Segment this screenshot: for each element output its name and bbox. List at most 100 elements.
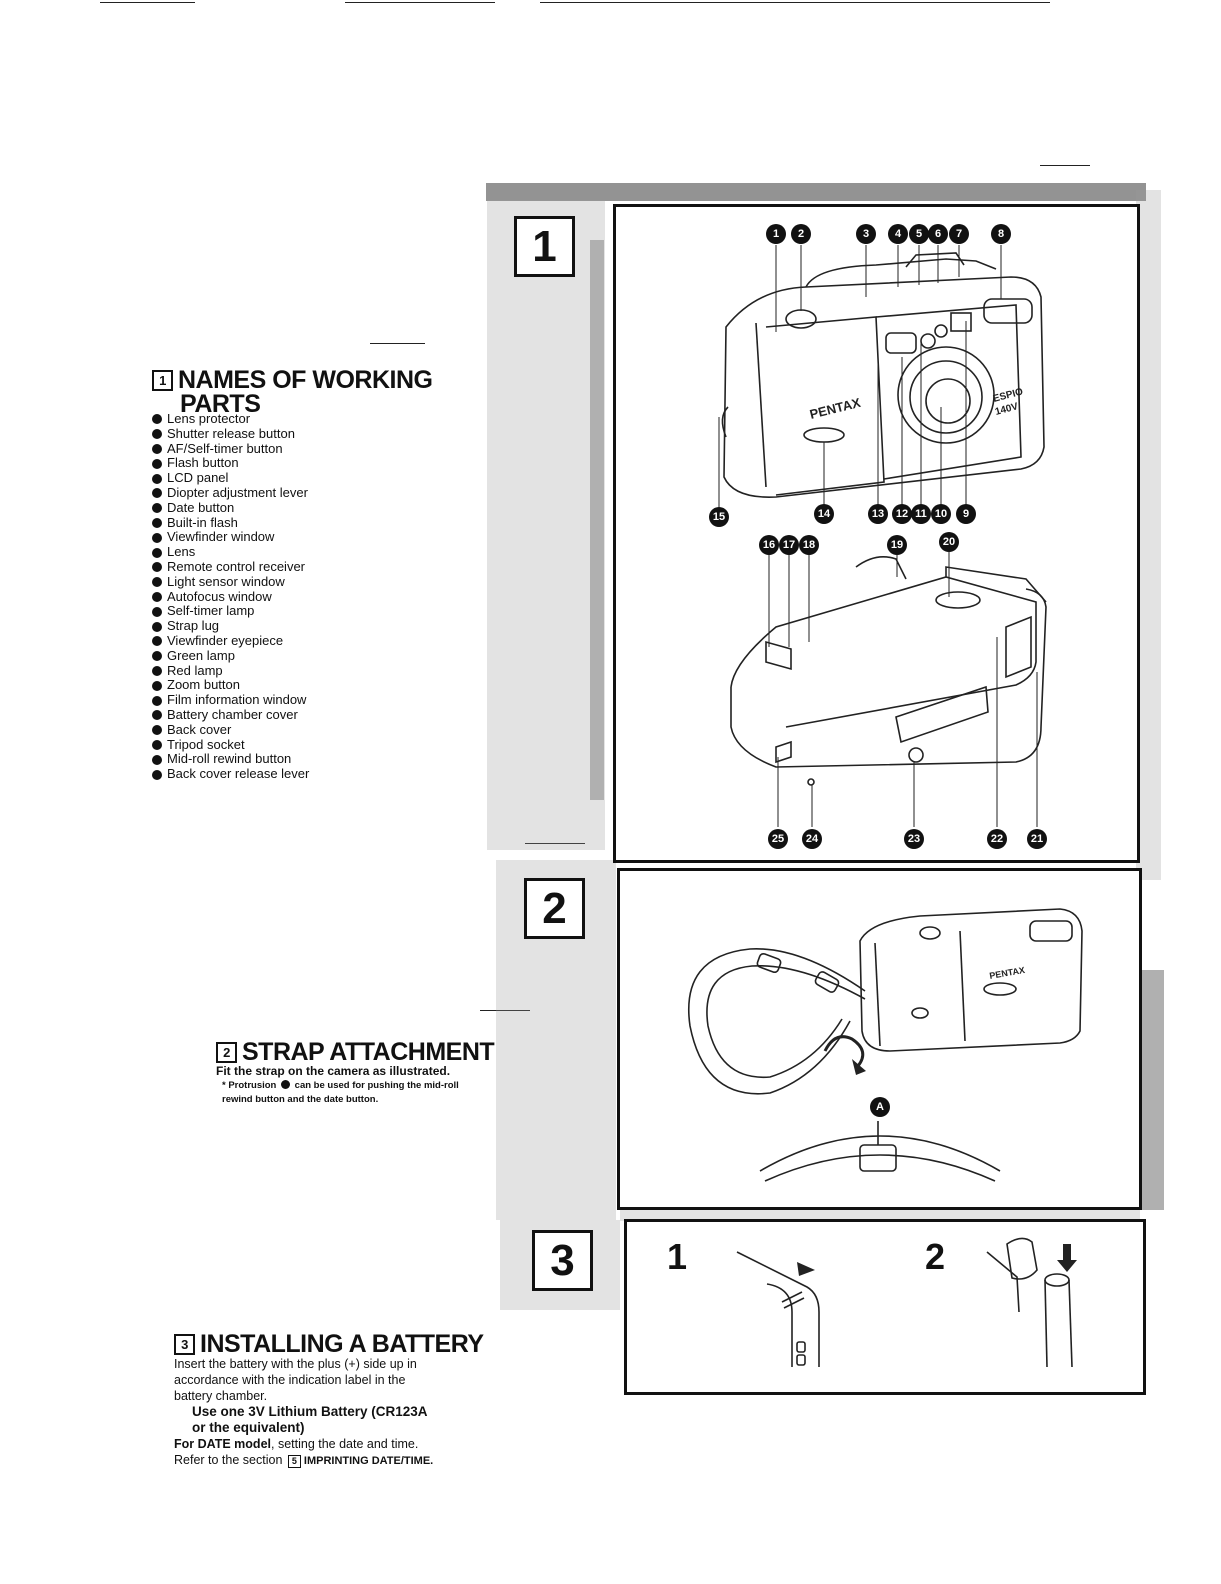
scan-noise-left1b xyxy=(590,240,604,800)
top-rule-mid xyxy=(345,2,495,3)
part-number-bullet-icon xyxy=(152,517,162,528)
parts-list-item: Battery chamber cover xyxy=(152,707,309,723)
part-name: Lens protector xyxy=(167,411,251,426)
part-name: Flash button xyxy=(167,455,239,471)
part-number-bullet-icon xyxy=(152,725,162,736)
parts-list-item: Built-in flash xyxy=(152,515,309,531)
battery-step-1: 1 xyxy=(667,1236,688,1277)
parts-list-item: Autofocus window xyxy=(152,589,309,605)
parts-list-item: Viewfinder eyepiece xyxy=(152,632,309,649)
section3-bold1: Use one 3V Lithium Battery (CR123A xyxy=(192,1404,428,1419)
panel1-number-box: 1 xyxy=(514,216,575,277)
part-name: Lens xyxy=(167,544,196,560)
part-number-bullet-icon xyxy=(152,429,162,440)
parts-list-item: Back cover release lever xyxy=(152,766,310,782)
part-name: Diopter adjustment lever xyxy=(167,484,308,500)
callout-17: 17 xyxy=(779,535,799,555)
panel2-number-box: 2 xyxy=(524,878,585,939)
section3-ref-a: Refer to the section xyxy=(174,1453,283,1467)
section3-date-model: For DATE model xyxy=(174,1437,271,1451)
part-name: Zoom button xyxy=(167,677,240,693)
part-name: Viewfinder eyepiece xyxy=(167,632,284,648)
part-name: Back cover release lever xyxy=(167,766,310,782)
parts-list-item: Diopter adjustment lever xyxy=(152,484,309,501)
protrusion-marker-icon xyxy=(281,1080,291,1089)
part-number-bullet-icon xyxy=(152,488,162,499)
section3-ref-num: 5 xyxy=(287,1455,301,1468)
callout-2: 2 xyxy=(791,224,811,244)
part-name: Date button xyxy=(167,499,235,515)
strap-drawing: PENTAX xyxy=(688,908,1083,1182)
part-number-bullet-icon xyxy=(152,665,162,676)
battery-step-2: 2 xyxy=(925,1236,946,1277)
section1-number: 1 xyxy=(152,370,173,391)
section3-p1: Insert the battery with the plus (+) sid… xyxy=(174,1357,417,1371)
battery-drawing xyxy=(736,1237,1077,1368)
parts-list-item: Film information window xyxy=(152,692,309,708)
part-name: AF/Self-timer button xyxy=(167,440,283,456)
parts-list-item: AF/Self-timer button xyxy=(152,440,309,457)
section3-date-line: For DATE model, setting the date and tim… xyxy=(174,1436,433,1452)
callout-25: 25 xyxy=(768,829,788,849)
section3-bold2: or the equivalent) xyxy=(192,1420,305,1435)
section3-ref-b: IMPRINTING DATE/TIME. xyxy=(303,1455,434,1467)
part-number-bullet-icon xyxy=(152,414,162,425)
callout-22: 22 xyxy=(987,829,1007,849)
top-rule-right xyxy=(540,2,1050,3)
figure-panel-2: PENTAX A xyxy=(617,868,1142,1210)
section3-p3: battery chamber. xyxy=(174,1389,268,1403)
parts-list-item: Zoom button xyxy=(152,678,309,693)
part-number-bullet-icon xyxy=(152,443,162,454)
callout-24: 24 xyxy=(802,829,822,849)
part-name: Red lamp xyxy=(167,662,223,678)
section3-title: INSTALLING A BATTERY xyxy=(200,1330,484,1358)
callout-1: 1 xyxy=(766,224,786,244)
section2-note-c: rewind button and the date button. xyxy=(222,1094,379,1105)
parts-list-item: Self-timer lamp xyxy=(152,604,309,619)
callout-5: 5 xyxy=(909,224,929,244)
parts-list-item: Mid-roll rewind button xyxy=(152,752,309,767)
parts-list-item: Light sensor window xyxy=(152,574,309,590)
parts-list-item: LCD panel xyxy=(152,470,309,486)
short-rule-1 xyxy=(370,343,425,344)
section3-number: 3 xyxy=(174,1334,195,1355)
parts-list-item: Viewfinder window xyxy=(152,530,309,545)
section2-line1: Fit the strap on the camera as illustrat… xyxy=(216,1064,451,1078)
short-rule-2 xyxy=(1040,165,1090,166)
callout-12: 12 xyxy=(892,504,912,524)
parts-list-item: Tripod socket xyxy=(152,737,309,753)
camera-front-drawing: PENTAX ESPIO 140V xyxy=(718,245,1047,827)
callout-14: 14 xyxy=(814,504,834,524)
callout-18: 18 xyxy=(799,535,819,555)
strap-marker-A: A xyxy=(870,1097,890,1117)
callout-7: 7 xyxy=(949,224,969,244)
scan-noise-left1 xyxy=(487,200,605,850)
part-number-bullet-icon xyxy=(152,710,162,721)
callout-9: 9 xyxy=(956,504,976,524)
part-name: Mid-roll rewind button xyxy=(167,751,292,767)
callout-20: 20 xyxy=(939,532,959,552)
part-number-bullet-icon xyxy=(152,695,162,706)
scan-noise-right2 xyxy=(1142,970,1164,1210)
section2-number: 2 xyxy=(216,1042,237,1063)
section2-note-b: can be used for pushing the mid-roll xyxy=(294,1080,459,1091)
parts-list-item: Red lamp xyxy=(152,662,309,679)
parts-list-item: Date button xyxy=(152,499,309,516)
part-number-bullet-icon xyxy=(152,532,162,543)
part-name: Shutter release button xyxy=(167,425,295,441)
parts-list-item: Lens protector xyxy=(152,411,309,427)
part-number-bullet-icon xyxy=(152,503,162,514)
section2-note-a: * Protrusion xyxy=(222,1080,277,1091)
callout-23: 23 xyxy=(904,829,924,849)
section1-title-line2: PARTS xyxy=(180,390,261,418)
scan-noise-mid xyxy=(620,1207,1140,1221)
section3-p2: accordance with the indication label in … xyxy=(174,1373,406,1387)
section1-title-line1: NAMES OF WORKING xyxy=(178,366,433,394)
part-number-bullet-icon xyxy=(152,739,162,750)
callout-15: 15 xyxy=(709,507,729,527)
figure-panel-3: 1 2 xyxy=(624,1219,1146,1395)
parts-list-item: Shutter release button xyxy=(152,425,309,442)
